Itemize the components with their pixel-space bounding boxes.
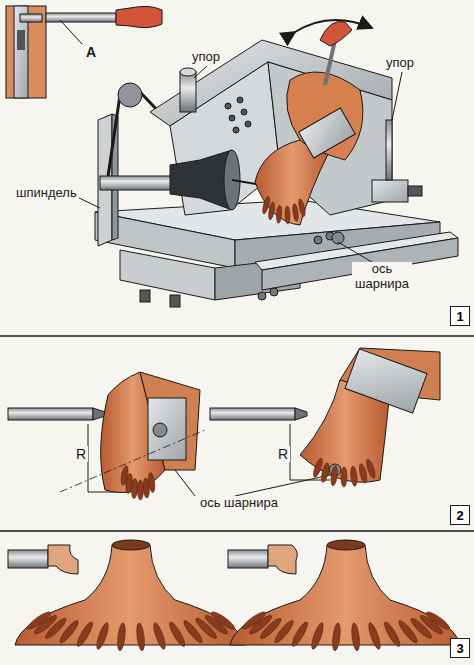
flute [331,623,341,652]
flute [310,622,326,651]
flute [341,467,347,487]
flute [297,198,306,217]
part-label: A [84,44,98,60]
flute [181,619,204,645]
flute [135,623,145,652]
flute [167,620,187,648]
flute [95,622,111,651]
flute [382,620,402,648]
panel-number-box: 1 [450,306,470,326]
panel-number: 2 [456,508,463,523]
flute [312,457,324,478]
flute [152,622,168,651]
flute [358,463,368,484]
cutting-views [8,348,440,496]
part-label: упор [190,50,222,65]
part-label: упор [384,56,416,71]
flute [276,205,282,223]
part-label: ось шарнира [198,496,280,511]
panel-number-box: 3 [450,638,470,658]
inset-a [6,6,162,98]
jig-body [60,20,458,307]
flute [330,465,339,486]
flute [26,610,53,632]
panel-number: 1 [456,309,463,324]
flute [137,480,143,500]
panel-number-box: 2 [450,505,470,525]
part-label: R [74,446,88,462]
flute [241,610,268,632]
flute [120,465,129,486]
flute [292,203,299,222]
part-label: шпиндель [14,186,79,201]
part-label: ось шарнира [352,262,412,292]
flute [116,623,126,652]
part-label: R [276,446,290,462]
flute [350,466,358,487]
flute [396,619,419,645]
flute [143,478,150,498]
flute [261,196,271,215]
flute [285,206,291,224]
panel-number: 3 [456,641,463,656]
flute [350,623,360,652]
flute [367,622,383,651]
